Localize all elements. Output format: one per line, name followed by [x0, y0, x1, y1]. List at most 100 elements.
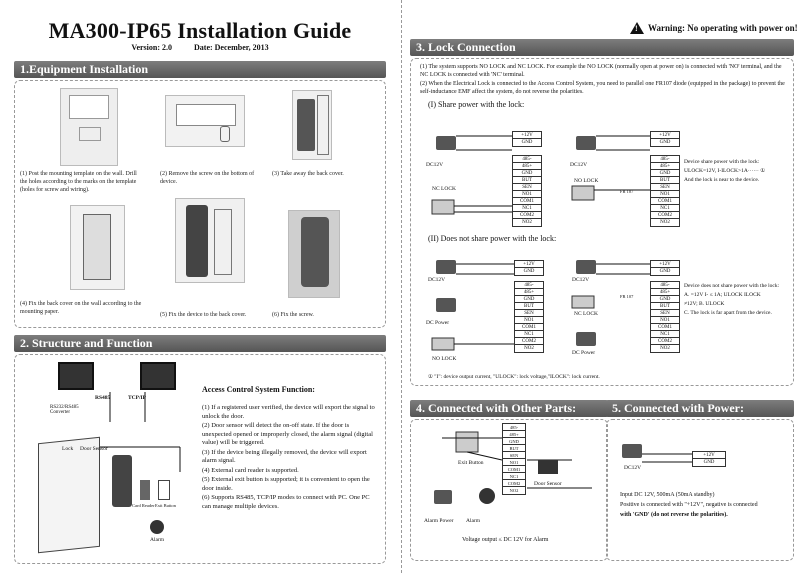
tcpip-label: TCP/IP [128, 395, 147, 401]
function-title: Access Control System Function: [202, 385, 315, 394]
door-illustration [38, 436, 100, 554]
terminal-label: SEN [651, 184, 679, 191]
function-item: (4) External card reader is supported. [202, 466, 299, 474]
section3-panel [410, 58, 794, 386]
section1-panel [14, 80, 386, 328]
terminal-label: BUT [651, 177, 679, 184]
no-lock-label: NO LOCK [432, 356, 457, 362]
noshare-wiring-left [431, 260, 514, 351]
dc12v-label: DC12V [570, 162, 588, 168]
no-lock-label: NO LOCK [574, 178, 599, 184]
section5-wiring [622, 444, 692, 463]
terminal-label: NO2 [660, 346, 670, 351]
terminal-label: 485- [515, 282, 543, 289]
terminal-label: 485+ [651, 163, 679, 170]
terminal-label: GND [659, 140, 671, 145]
terminal-label: NC1 [651, 205, 679, 212]
terminal-label: NO1 [503, 459, 525, 466]
power-terminal-block: +12V GND [512, 131, 542, 147]
noshare-note: Device does not share power with the loc… [684, 282, 792, 318]
power-terminal-block: +12V GND [650, 131, 680, 147]
terminal-label: GND [523, 269, 535, 274]
power-text: Input DC 12V, 500mA (50mA standby) Posit… [620, 490, 790, 520]
terminal-label: +12V [693, 452, 725, 459]
note-line: And the lock is near to the device. [684, 177, 760, 183]
share-note: Device share power with the lock: ULOCK=… [684, 158, 790, 185]
terminal-label: COM2 [651, 212, 679, 219]
function-item: (2) Door sensor will detect the on-off s… [202, 422, 373, 446]
exit-button-illustration [158, 480, 170, 500]
lock-intro-2: (2) When the Electrical Lock is connecte… [420, 81, 785, 95]
terminal-label: COM2 [651, 338, 679, 345]
function-item: (1) If a registered user verified, the d… [202, 404, 375, 420]
terminal-label: 485+ [513, 163, 541, 170]
terminal-label: BUT [513, 177, 541, 184]
terminal-label: BUT [503, 445, 525, 452]
power-text-line: Input DC 12V, 500mA (50mA standby) [620, 492, 715, 498]
terminal-label: 485- [651, 282, 679, 289]
main-terminal-block: 485- 485+ GND BUT SEN NO1 COM1 NC1 COM2 … [650, 281, 680, 353]
dc12v-label: DC12V [428, 277, 446, 283]
note-line: Device share power with the lock: [684, 159, 760, 165]
section5-heading: 5. Connected with Power: [606, 400, 794, 417]
step-5-caption: (5) Fix the device to the back cover. [160, 312, 247, 318]
main-terminal-block: 485- 485+ GND BUT SEN NO1 COM1 NC1 COM2 … [514, 281, 544, 353]
terminal-label: BUT [515, 303, 543, 310]
terminal-label: COM2 [503, 480, 525, 487]
section4-heading: 4. Connected with Other Parts: [410, 400, 608, 417]
dc12v-label: DC12V [426, 162, 444, 168]
pc-icon-right [140, 362, 176, 390]
terminal-label: +12V [651, 132, 679, 139]
main-terminal-block: 485- 485+ GND BUT SEN NO1 COM1 NC1 COM2 … [512, 155, 542, 227]
section5-panel [606, 419, 794, 561]
door-sensor-label: Door Sensor [80, 446, 108, 452]
terminal-label: 485- [513, 156, 541, 163]
exit-button-label: Exit Button [458, 460, 484, 466]
step-2-caption: (2) Remove the screw on the bottom of de… [160, 171, 255, 185]
date-label: Date: December, 2013 [194, 43, 269, 52]
lock-intro-1: (1) The system supports NO LOCK and NC L… [420, 64, 782, 78]
terminal-label: NO2 [522, 220, 532, 225]
terminal-label: NC1 [503, 473, 525, 480]
terminal-label: +12V [515, 261, 543, 268]
terminal-label: 485- [651, 156, 679, 163]
terminal-label: 485+ [503, 431, 525, 438]
terminal-label: +12V [513, 132, 541, 139]
terminal-label: SEN [513, 184, 541, 191]
nc-lock-label: NC LOCK [432, 186, 456, 192]
note-line: ≠12V; B. ULOCK [684, 301, 725, 307]
section2-heading: 2. Structure and Function [14, 335, 386, 352]
fix-device-illustration [175, 198, 245, 283]
terminal-label: NO1 [651, 317, 679, 324]
noshare-wiring-right [571, 260, 650, 346]
exit-button-label: Exit Button [155, 503, 176, 508]
terminal-label: GND [651, 170, 679, 177]
section3-heading: 3. Lock Connection [410, 39, 794, 56]
terminal-label: SEN [503, 452, 525, 459]
terminal-label: NO1 [651, 191, 679, 198]
template-illustration [60, 88, 118, 166]
terminal-label: GND [651, 296, 679, 303]
terminal-label: 485+ [651, 289, 679, 296]
step-3-caption: (3) Take away the back cover. [272, 171, 344, 177]
terminal-label: COM1 [513, 198, 541, 205]
terminal-label: BUT [651, 303, 679, 310]
rs485-label: RS485 [95, 395, 111, 401]
terminal-label: NO1 [513, 191, 541, 198]
warning-icon [630, 22, 644, 34]
terminal-label: NO2 [524, 346, 534, 351]
terminal-label: NC1 [513, 205, 541, 212]
dc-power-label: DC Power [572, 350, 596, 356]
fix-back-cover-illustration [70, 205, 125, 290]
left-page: MA300-IP65 Installation Guide Version: 2… [0, 0, 400, 573]
lock-label: Lock [62, 446, 74, 452]
function-item: (3) If the device being illegally remove… [202, 448, 367, 465]
alarm-label: Alarm [150, 537, 165, 543]
device-bottom-illustration [165, 95, 245, 147]
terminal-label: NC1 [515, 331, 543, 338]
section4-terminal-block: 485- 485+ GND BUT SEN NO1 COM1 NC1 COM2 … [502, 423, 526, 495]
dc-power-label: DC Power [426, 320, 450, 326]
share-wiring-left [431, 135, 512, 215]
terminal-label: 485- [503, 424, 525, 431]
step-6-caption: (6) Fix the screw. [272, 312, 314, 318]
